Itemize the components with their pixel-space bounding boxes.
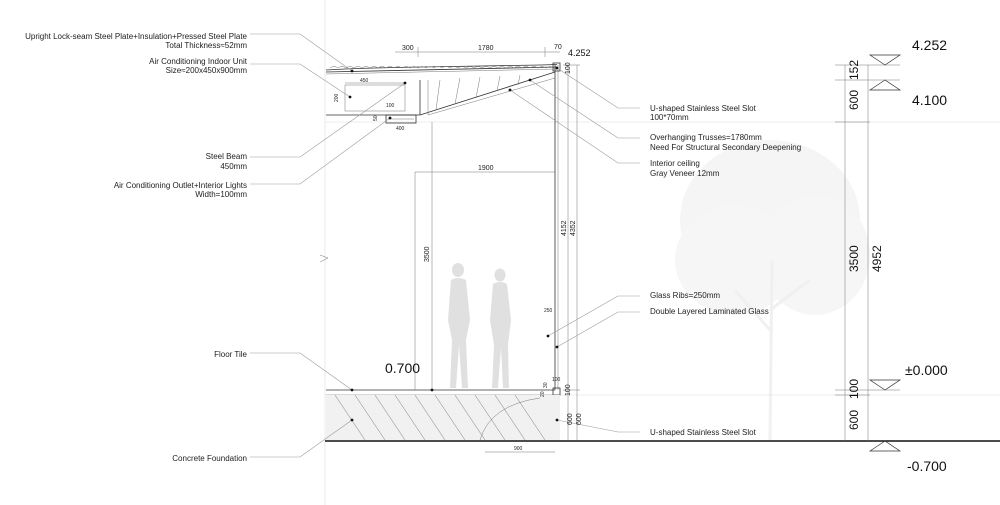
label-roof-line2: Total Thickness≈52mm [165, 41, 247, 50]
break-mark [319, 254, 329, 263]
label-steel-slot-bottom: U-shaped Stainless Steel Slot [650, 428, 757, 437]
label-laminated-glass: Double Layered Laminated Glass [650, 307, 769, 316]
dim-found-600b: 600 [576, 413, 583, 425]
dim-base-100: 100 [565, 384, 572, 396]
label-beam-line1: Steel Beam [206, 152, 248, 161]
rdim-4952: 4952 [870, 245, 884, 272]
leaders-right [509, 67, 640, 433]
label-steel-slot-top-line2: 100*70mm [650, 113, 689, 122]
rdim-100: 100 [847, 379, 861, 399]
floor-foundation [325, 389, 1000, 442]
dim-beam-400: 400 [396, 126, 405, 132]
dim-base-30: 30 [543, 382, 549, 388]
leader-dots [348, 66, 559, 422]
label-steel-slot-top-line1: U-shaped Stainless Steel Slot [650, 104, 757, 113]
dim-200: 200 [334, 93, 340, 102]
label-ac-outlet-line1: Air Conditioning Outlet+Interior Lights [114, 181, 247, 190]
dim-beam-50: 50 [373, 115, 379, 121]
ac-unit [326, 84, 420, 124]
dim-70: 70 [554, 44, 562, 51]
right-elevation-lines [835, 54, 902, 452]
leaders-left [250, 33, 406, 458]
dim-base-20: 20 [540, 391, 546, 397]
label-ac-outlet-line2: Width=100mm [195, 190, 247, 199]
elev-m0700: -0.700 [907, 458, 947, 474]
label-floor-tile: Floor Tile [214, 350, 247, 359]
dim-1780: 1780 [478, 45, 494, 52]
dim-3500: 3500 [424, 246, 431, 262]
label-ceiling-line2: Gray Veneer 12mm [650, 169, 720, 178]
label-ac-unit-line1: Air Conditioning Indoor Unit [149, 57, 248, 66]
rdim-600a: 600 [847, 90, 861, 110]
elev-4252: 4.252 [912, 37, 947, 53]
dim-beam-100: 100 [386, 103, 395, 109]
dim-250: 250 [544, 308, 553, 314]
human-figures [448, 263, 511, 388]
rdim-3500: 3500 [847, 245, 861, 272]
dim-found-600a: 600 [567, 413, 574, 425]
label-glass-ribs: Glass Ribs=250mm [650, 291, 720, 300]
elev-0000: ±0.000 [905, 362, 948, 378]
dim-top-elev: 4.252 [568, 48, 591, 58]
overhanging-truss [419, 71, 556, 116]
glass-facade [552, 62, 561, 396]
label-truss-line1: Overhanging Trusses=1780mm [650, 133, 762, 142]
label-beam-line2: 450mm [220, 162, 247, 171]
dim-base-100b: 100 [552, 377, 561, 383]
rdim-152: 152 [847, 60, 861, 80]
elev-4100: 4.100 [912, 92, 947, 108]
dim-300: 300 [402, 45, 414, 52]
dim-4152: 4152 [561, 220, 568, 236]
label-concrete-foundation: Concrete Foundation [172, 454, 247, 463]
dim-slot-100: 100 [565, 62, 572, 74]
tree-silhouette [675, 140, 870, 441]
roof [325, 64, 558, 75]
label-ceiling-line1: Interior ceiling [650, 159, 700, 168]
label-roof-line1: Upright Lock-seam Steel Plate+Insulation… [25, 32, 247, 41]
section-dims [345, 47, 580, 453]
dim-floor-070: 0.700 [385, 360, 420, 376]
dim-900: 900 [514, 446, 523, 452]
dim-450: 450 [360, 78, 369, 84]
rdim-600b: 600 [847, 410, 861, 430]
dim-1900: 1900 [478, 165, 494, 172]
label-ac-unit-line2: Size≈200x450x900mm [166, 66, 248, 75]
label-truss-line2: Need For Structural Secondary Deepening [650, 143, 801, 152]
dim-4352: 4352 [570, 220, 577, 236]
